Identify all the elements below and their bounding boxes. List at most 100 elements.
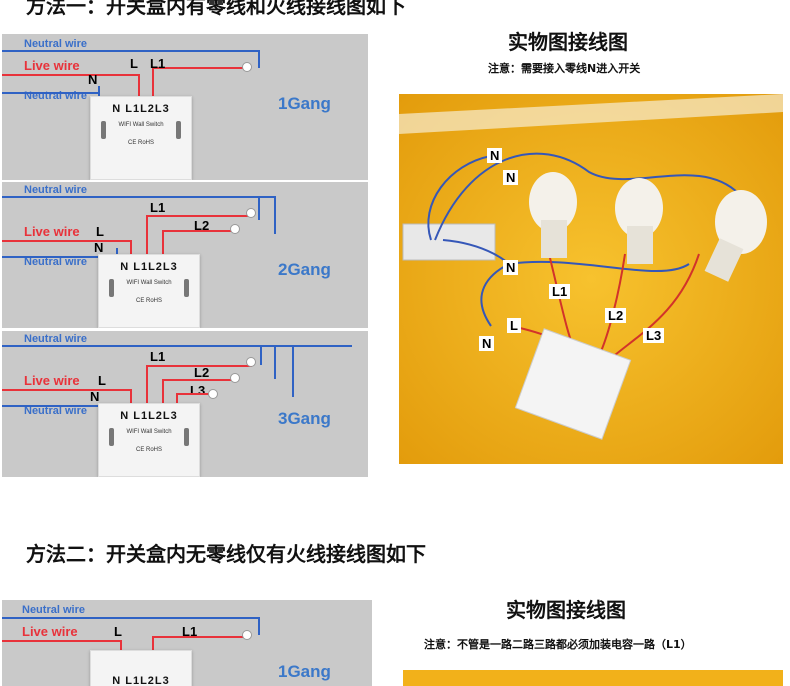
terminal-tag-l: L bbox=[114, 624, 122, 639]
photo2-note: 注意：不管是一路二路三路都必须加装电容一路（L1） bbox=[424, 638, 692, 651]
neutral-wire-drop bbox=[274, 345, 276, 379]
method1-title: 方法一：开关盒内有零线和火线接线图如下 bbox=[26, 0, 406, 18]
load-wire-line bbox=[152, 636, 250, 638]
terminal-tag-l1: L1 bbox=[150, 349, 166, 364]
bulb-icon bbox=[208, 389, 218, 399]
neutral-wire-drop bbox=[98, 86, 100, 104]
load-wire-line bbox=[152, 67, 250, 69]
neutral-wire-line bbox=[2, 617, 260, 619]
wiring-panel-3gang: Neutral wire L1 L2 L3 Live wire L N Neut… bbox=[2, 331, 368, 477]
neutral-wire-drop bbox=[258, 50, 260, 68]
wiring-panel-1gang: Neutral wire Live wire L L1 Neutral wire… bbox=[2, 34, 368, 180]
load-wire-drop bbox=[146, 215, 148, 255]
neutral-wire-drop bbox=[258, 196, 260, 220]
photo2-title: 实物图接线图 bbox=[506, 598, 626, 622]
switch-terminals: N L1L2L3 bbox=[120, 410, 178, 422]
neutral-wire-line bbox=[2, 50, 260, 52]
neutral-wire-line bbox=[2, 405, 118, 407]
neutral-wire-label: Neutral wire bbox=[24, 333, 87, 345]
wiring-panel-2gang: Neutral wire L1 L2 Live wire L N Neutral… bbox=[2, 182, 368, 328]
load-wire-line bbox=[162, 230, 238, 232]
wifi-switch-module: N L1L2L3 WIFI Wall Switch CE RoHS bbox=[98, 403, 200, 477]
switch-product-label: WIFI Wall Switch bbox=[126, 429, 172, 435]
wifi-switch-module: N L1L2L3 WIFI Wall Switch CE RoHS bbox=[90, 96, 192, 180]
neutral-wire-drop bbox=[292, 345, 294, 397]
live-wire-label: Live wire bbox=[22, 624, 78, 639]
live-wire-label: Live wire bbox=[24, 224, 80, 239]
bulb-icon bbox=[242, 62, 252, 72]
neutral-wire-drop bbox=[260, 345, 262, 365]
live-wire-drop bbox=[130, 389, 132, 405]
neutral-wire-line bbox=[2, 196, 276, 198]
switch-rohs-label: CE RoHS bbox=[135, 447, 162, 453]
bulb-icon bbox=[230, 224, 240, 234]
terminal-tag-l2: L2 bbox=[194, 365, 210, 380]
terminal-tag-l2: L2 bbox=[194, 218, 210, 233]
bulb-icon bbox=[230, 373, 240, 383]
terminal-tag-n: N bbox=[94, 240, 104, 255]
photo1-note: 注意：需要接入零线N进入开关 bbox=[488, 62, 641, 75]
wiring-photo-1: N N N L1 N L L2 L3 bbox=[399, 94, 783, 464]
terminal-tag-l3: L3 bbox=[190, 383, 206, 398]
live-wire-drop bbox=[130, 240, 132, 255]
gang-label: 1Gang bbox=[278, 94, 331, 113]
live-wire-line bbox=[2, 640, 122, 642]
load-wire-drop bbox=[162, 379, 164, 405]
gang-label: 3Gang bbox=[278, 409, 331, 428]
wifi-switch-module: N L1L2L3 WIFI Wall Switch CE RoHS bbox=[98, 254, 200, 328]
load-wire-drop bbox=[146, 365, 148, 405]
method2-title: 方法二：开关盒内无零线仅有火线接线图如下 bbox=[26, 542, 426, 566]
live-wire-label: Live wire bbox=[24, 58, 80, 73]
switch-terminals: N L1L2L3 bbox=[112, 675, 170, 686]
live-wire-drop bbox=[138, 74, 140, 104]
switch-rohs-label: CE RoHS bbox=[127, 140, 154, 146]
terminal-tag-n: N bbox=[90, 389, 100, 404]
gang-label: 2Gang bbox=[278, 260, 331, 279]
wire-tag-l: L bbox=[507, 318, 521, 333]
wire-tag-l3: L3 bbox=[643, 328, 665, 343]
bulb-icon bbox=[246, 357, 256, 367]
neutral-wire-label: Neutral wire bbox=[24, 38, 87, 50]
live-wire-label: Live wire bbox=[24, 373, 80, 388]
neutral-wire-line bbox=[2, 256, 118, 258]
switch-rohs-label: CE RoHS bbox=[135, 298, 162, 304]
terminal-tag-l1: L1 bbox=[150, 200, 166, 215]
wiring-panel-1gang-no-neutral: Neutral wire Live wire L L1 N L1L2L3 1Ga… bbox=[2, 600, 372, 686]
wire-tag-n: N bbox=[487, 148, 503, 163]
gang-label: 1Gang bbox=[278, 662, 331, 681]
terminal-tag-l: L bbox=[98, 373, 106, 388]
neutral-wire-line bbox=[2, 345, 352, 347]
switch-terminals: N L1L2L3 bbox=[112, 103, 170, 115]
terminal-tag-l1: L1 bbox=[150, 56, 166, 71]
live-wire-line bbox=[2, 74, 140, 76]
photo1-title: 实物图接线图 bbox=[508, 30, 628, 54]
neutral-wire-drop bbox=[116, 248, 118, 258]
neutral-wire-label: Neutral wire bbox=[24, 184, 87, 196]
wifi-switch-module: N L1L2L3 bbox=[90, 650, 192, 686]
wiring-photo-1-graphic bbox=[399, 94, 783, 464]
neutral-wire-drop bbox=[274, 196, 276, 234]
terminal-tag-l1: L1 bbox=[182, 624, 198, 639]
switch-product-label: WIFI Wall Switch bbox=[126, 280, 172, 286]
bulb-icon bbox=[242, 630, 252, 640]
load-wire-drop bbox=[176, 393, 178, 405]
load-wire-drop bbox=[152, 67, 154, 104]
load-wire-line bbox=[176, 393, 212, 395]
wiring-photo-2 bbox=[403, 670, 783, 686]
load-wire-line bbox=[162, 379, 238, 381]
load-wire-drop bbox=[162, 230, 164, 255]
neutral-wire-label: Neutral wire bbox=[22, 604, 85, 616]
wire-tag-n: N bbox=[503, 170, 519, 185]
neutral-wire-drop bbox=[258, 617, 260, 635]
bulb-icon bbox=[246, 208, 256, 218]
wire-tag-l2: L2 bbox=[605, 308, 627, 323]
neutral-wire-label: Neutral wire bbox=[24, 256, 87, 268]
terminal-tag-l: L bbox=[130, 56, 138, 71]
switch-product-label: WIFI Wall Switch bbox=[118, 122, 164, 128]
terminal-tag-n: N bbox=[88, 72, 98, 87]
neutral-wire-line bbox=[2, 92, 100, 94]
terminal-tag-l: L bbox=[96, 224, 104, 239]
live-wire-line bbox=[2, 389, 132, 391]
switch-terminals: N L1L2L3 bbox=[120, 261, 178, 273]
load-wire-line bbox=[146, 365, 252, 367]
